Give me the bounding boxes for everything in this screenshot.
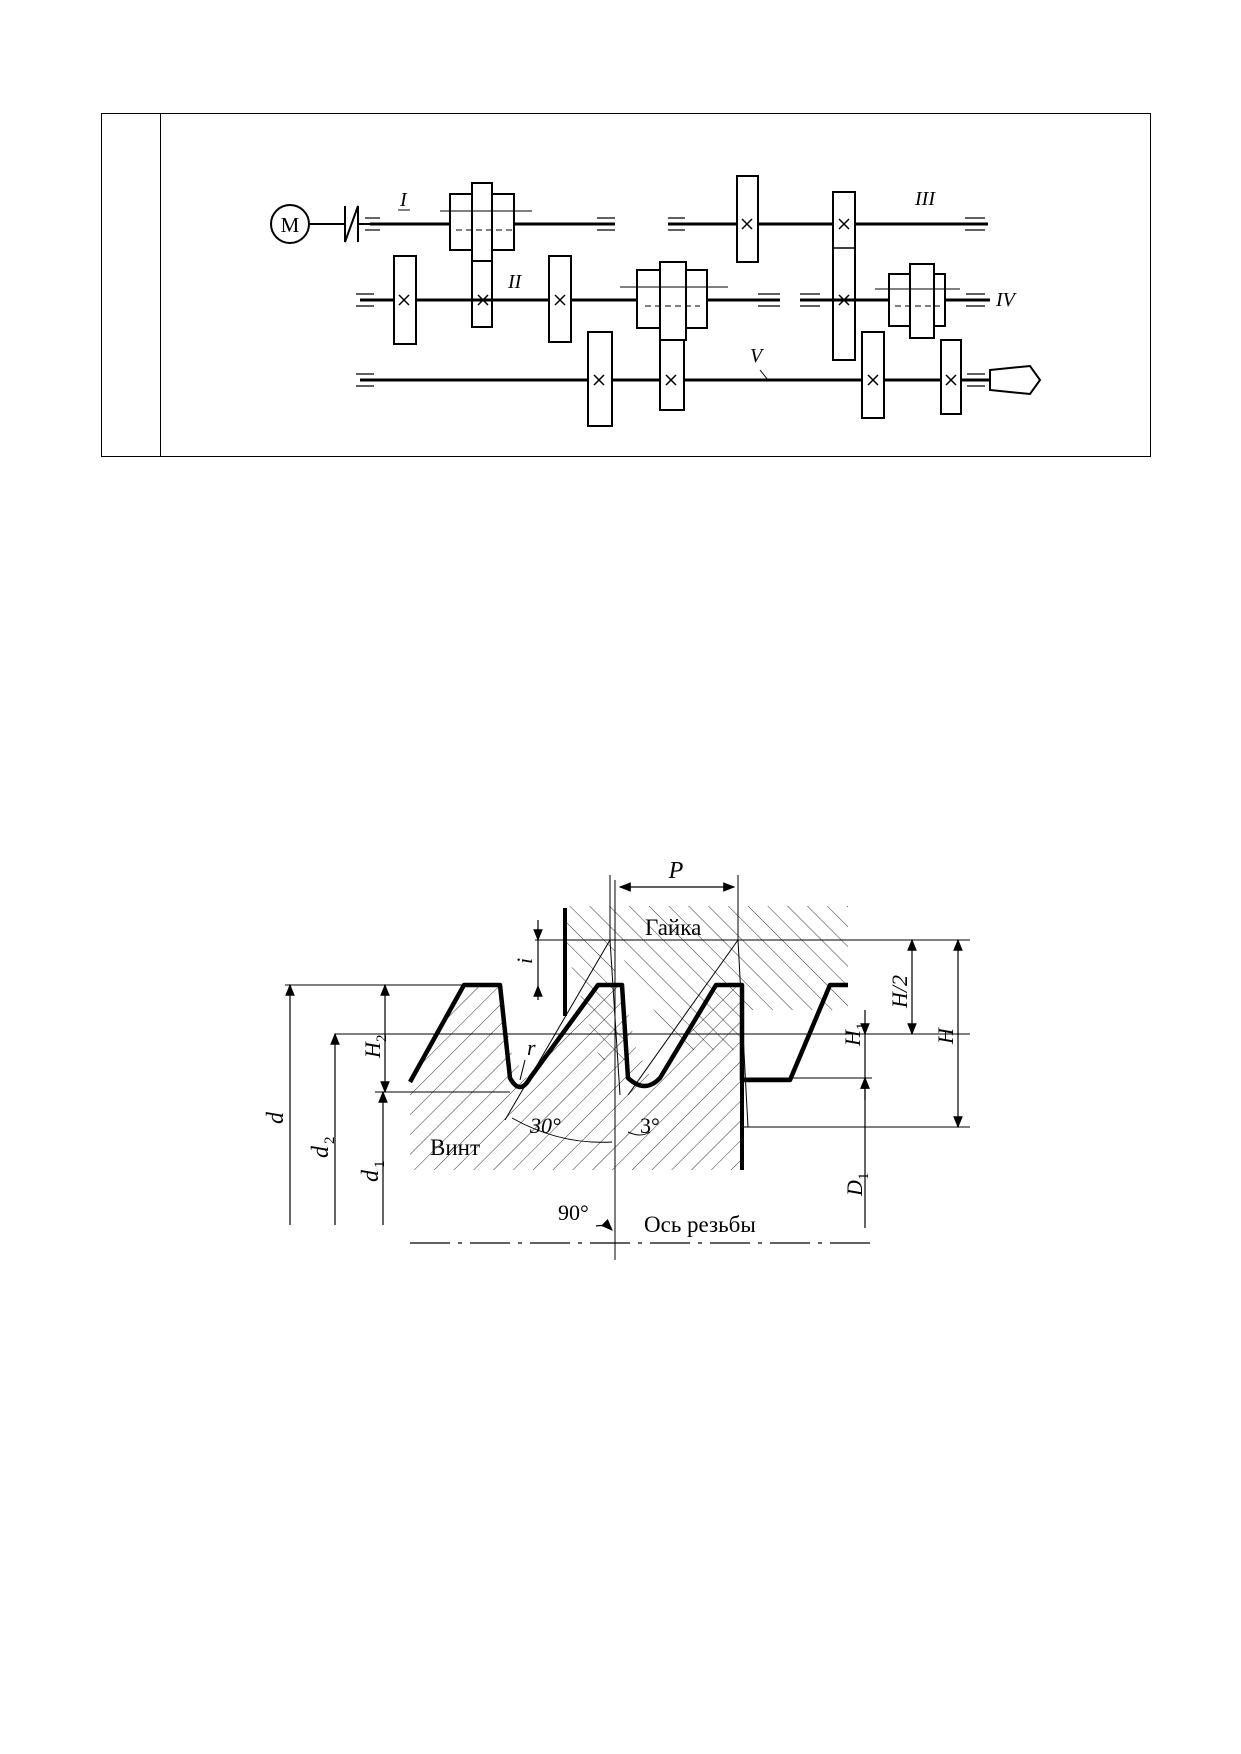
half-height-label: H/2 bbox=[887, 975, 912, 1009]
height-label: H bbox=[933, 1027, 958, 1045]
shaft-label-IV: IV bbox=[995, 289, 1018, 311]
back-angle-label: 3° bbox=[640, 1113, 660, 1138]
svg-text:D: D bbox=[842, 1180, 867, 1197]
svg-text:1: 1 bbox=[854, 1023, 870, 1031]
major-diameter-label: d bbox=[263, 1111, 289, 1124]
table-column-divider bbox=[160, 114, 161, 456]
thread-profile: P Гайка Винт Ось резьбы 90° 30° 3° r i H… bbox=[263, 858, 970, 1260]
shaft-label-I: I bbox=[399, 189, 408, 211]
shaft-III bbox=[668, 175, 988, 361]
shaft-II bbox=[356, 255, 780, 345]
radius-label: r bbox=[527, 1035, 536, 1060]
shaft-IV bbox=[800, 263, 990, 339]
nut-label: Гайка bbox=[645, 915, 701, 940]
nut-minor-diameter-label: D 1 bbox=[842, 1173, 872, 1198]
svg-text:H: H bbox=[840, 1029, 865, 1047]
h2-label: H 2 bbox=[360, 1035, 390, 1060]
nut-region bbox=[562, 906, 848, 1060]
h1-label: H 1 bbox=[840, 1023, 870, 1048]
svg-text:H: H bbox=[360, 1041, 385, 1059]
screw-region bbox=[410, 985, 742, 1170]
motor-icon: M bbox=[270, 204, 310, 244]
svg-text:d: d bbox=[308, 1145, 334, 1158]
kinematic-scheme: M I bbox=[270, 175, 1042, 427]
clearance-label: i bbox=[512, 958, 537, 964]
coupling-icon bbox=[309, 205, 370, 243]
shaft-label-III: III bbox=[914, 188, 936, 210]
pitch-label: P bbox=[668, 858, 684, 884]
screw-label: Винт bbox=[430, 1135, 480, 1160]
minor-diameter-label: d 1 bbox=[358, 1161, 388, 1183]
thread-profile-line bbox=[408, 982, 848, 1090]
svg-text:d: d bbox=[358, 1169, 384, 1182]
svg-text:2: 2 bbox=[374, 1035, 390, 1043]
pitch-diameter-label: d 2 bbox=[308, 1137, 338, 1159]
scheme-table bbox=[101, 113, 1151, 457]
right-angle-label: 90° bbox=[558, 1200, 589, 1225]
svg-text:1: 1 bbox=[856, 1173, 872, 1181]
spindle-tool-icon bbox=[989, 364, 1042, 396]
axis-label: Ось резьбы bbox=[644, 1212, 756, 1237]
shaft-I bbox=[365, 182, 615, 328]
shaft-label-II: II bbox=[507, 271, 523, 293]
motor-label: M bbox=[281, 213, 300, 237]
shaft-label-V: V bbox=[750, 345, 765, 367]
shaft-V bbox=[356, 331, 990, 427]
flank-angle-label: 30° bbox=[529, 1113, 561, 1138]
svg-text:1: 1 bbox=[372, 1161, 388, 1169]
svg-text:2: 2 bbox=[322, 1137, 338, 1145]
